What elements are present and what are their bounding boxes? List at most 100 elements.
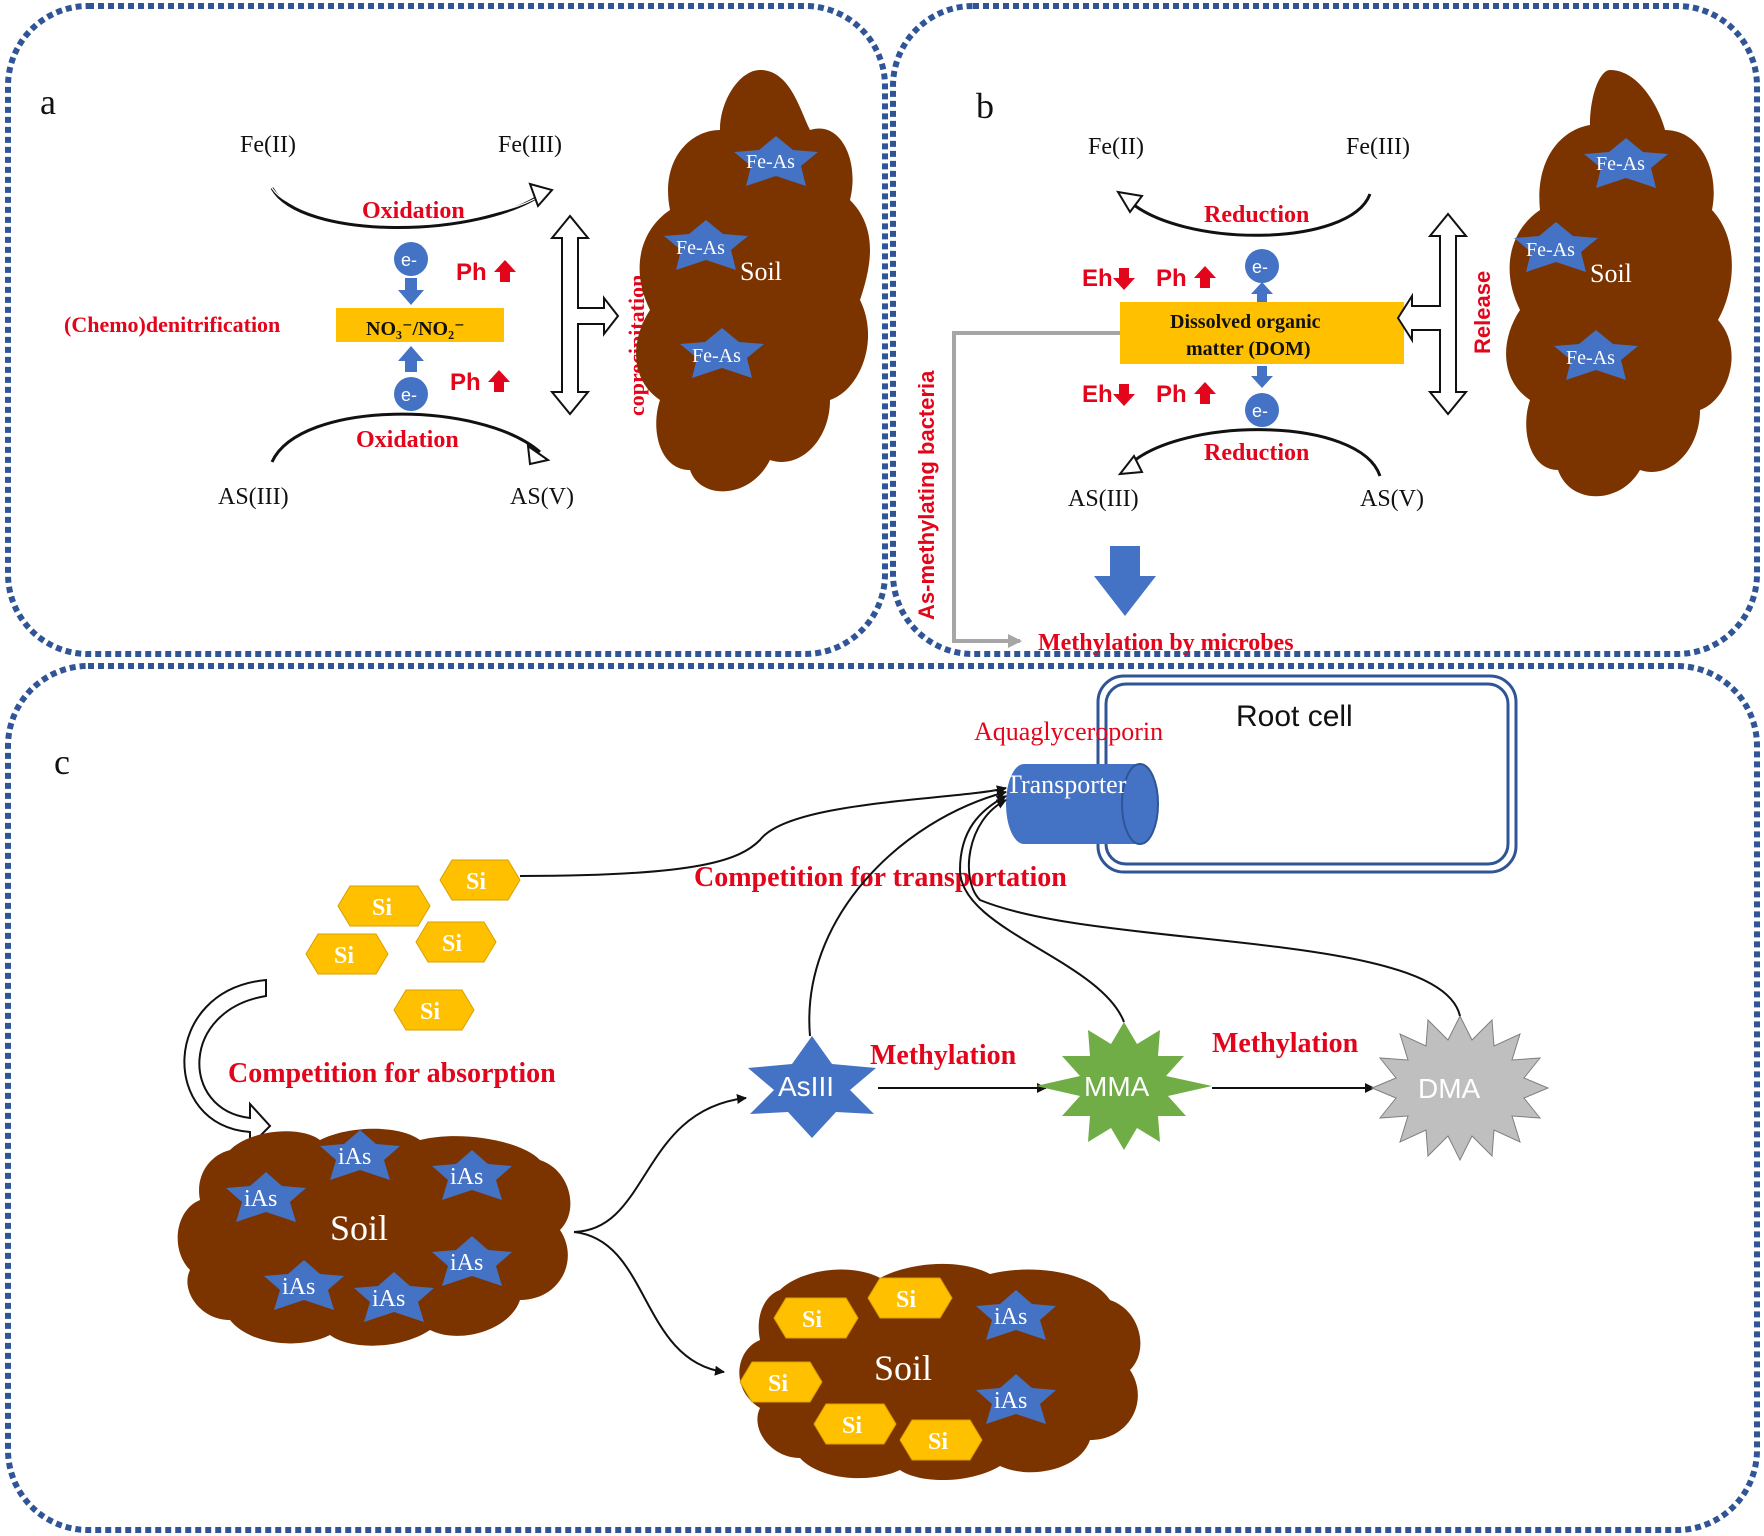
as3-star: AsIII [748, 1036, 876, 1138]
svg-text:AsIII: AsIII [778, 1071, 834, 1102]
a-fe-as-star-2: Fe-As [664, 220, 748, 270]
a-electron-top-arrow [398, 278, 424, 305]
a-soil-label: Soil [740, 257, 782, 286]
si-hexagon-2: Si [439, 859, 521, 901]
svg-text:Fe-As: Fe-As [746, 151, 795, 173]
si-hexagon-7: Si [773, 1297, 859, 1339]
a-oxidation-arrow-top-head [528, 182, 554, 208]
svg-text:DMA: DMA [1418, 1073, 1481, 1104]
b-reduction-arrow-top [1126, 193, 1372, 237]
svg-text:Si: Si [842, 1413, 862, 1439]
svg-text:Si: Si [466, 869, 486, 895]
a-as3-label: AS(III) [218, 484, 289, 510]
a-denitrification-label: (Chemo)denitrification [64, 312, 280, 337]
b-release-double-arrow [1396, 212, 1469, 416]
competition-transport-label: Competition for transportation [694, 862, 1067, 893]
si-hexagon-6: Si [867, 1277, 953, 1319]
svg-text:Fe-As: Fe-As [692, 345, 741, 367]
si-hexagon-10: Si [899, 1419, 983, 1461]
ias-star-8: iAs [976, 1374, 1056, 1424]
b-soil-label: Soil [1590, 259, 1632, 288]
a-oxidation-arrow-top [270, 187, 546, 229]
methylation-2-label: Methylation [1212, 1028, 1359, 1059]
b-methylating-bacteria-label: As-methylating bacteria [914, 370, 939, 620]
aquaglyceroporin-label: Aquaglyceroporin [974, 717, 1163, 746]
si-hexagon-3: Si [305, 933, 389, 975]
svg-text:Fe-As: Fe-As [1526, 239, 1575, 261]
svg-text:iAs: iAs [994, 1304, 1027, 1330]
a-electron-bottom-arrow [398, 346, 424, 372]
b-reduction-top-label: Reduction [1204, 202, 1309, 228]
b-electron-bottom [1245, 393, 1279, 427]
mma-to-transporter-arrow [958, 795, 1125, 1023]
svg-text:iAs: iAs [338, 1144, 371, 1170]
a-coprecipitation-double-arrow [549, 214, 620, 416]
b-release-label: Release [1470, 271, 1495, 354]
b-eh-top-label: Eh [1082, 265, 1113, 292]
a-oxidation-arrow-top-inner [271, 187, 541, 223]
b-methylation-down-arrow [1094, 546, 1156, 616]
b-ph-bottom-label: Ph [1156, 381, 1187, 408]
svg-text:Si: Si [896, 1287, 916, 1313]
ias-star-6: iAs [354, 1272, 434, 1322]
a-electron-top-label: e- [401, 250, 417, 270]
b-reduction-arrow-bottom [1126, 428, 1382, 477]
si-hexagon-4: Si [415, 921, 497, 963]
b-methylating-path [952, 331, 1120, 648]
panel-a-label: a [40, 82, 56, 122]
b-eh-bottom-label: Eh [1082, 381, 1113, 408]
a-oxidation-bottom-label: Oxidation [356, 427, 459, 453]
b-eh-bottom-down-arrow [1113, 384, 1135, 406]
svg-text:Si: Si [928, 1429, 948, 1455]
a-oxidation-arrow-bottom [270, 412, 541, 463]
dma-star: DMA [1370, 1014, 1550, 1162]
svg-text:MMA: MMA [1084, 1071, 1150, 1102]
a-electron-top [394, 242, 428, 276]
svg-text:Fe-As: Fe-As [676, 237, 725, 259]
b-fe3-label: Fe(III) [1346, 134, 1410, 160]
b-electron-top-arrow [1251, 282, 1273, 302]
a-fe-as-star-3: Fe-As [680, 328, 764, 378]
panel-a-border [5, 3, 888, 657]
b-dom-box [1120, 302, 1404, 364]
b-ph-bottom-up-arrow [1194, 382, 1216, 404]
a-oxidation-top-label: Oxidation [362, 198, 465, 224]
a-ph-top-label: Ph [456, 259, 487, 286]
svg-text:iAs: iAs [244, 1186, 277, 1212]
svg-text:Fe-As: Fe-As [1596, 153, 1645, 175]
mma-star: MMA [1036, 1022, 1212, 1150]
b-fe-as-star-1: Fe-As [1584, 138, 1668, 188]
b-ph-top-label: Ph [1156, 265, 1187, 292]
a-ph-top-up-arrow [494, 260, 516, 282]
a-fe-as-star-1: Fe-As [734, 136, 818, 186]
a-no-box-label: NO₃⁻/NO₂⁻ [366, 318, 465, 340]
svg-text:Si: Si [768, 1371, 788, 1397]
soil-to-soil2-arrow [573, 1231, 725, 1376]
svg-text:Si: Si [372, 895, 392, 921]
a-no-box [336, 308, 504, 342]
c-soil-bottom-label: Soil [874, 1348, 932, 1388]
svg-text:iAs: iAs [450, 1164, 483, 1190]
si-hexagon-9: Si [813, 1403, 897, 1445]
a-soil-cloud [636, 70, 870, 492]
b-electron-top-label: e- [1252, 257, 1268, 277]
b-soil-cloud [1506, 70, 1732, 497]
svg-text:Si: Si [420, 999, 440, 1025]
svg-text:iAs: iAs [994, 1388, 1027, 1414]
a-electron-bottom-label: e- [401, 385, 417, 405]
svg-text:iAs: iAs [282, 1274, 315, 1300]
b-eh-top-down-arrow [1113, 268, 1135, 290]
b-reduction-arrow-bottom-head [1117, 454, 1144, 476]
svg-text:Si: Si [334, 943, 354, 969]
a-fe3-label: Fe(III) [498, 132, 562, 158]
a-electron-bottom [394, 377, 428, 411]
a-as5-label: AS(V) [510, 484, 574, 510]
as3-to-transporter-arrow [808, 789, 1007, 1037]
svg-text:iAs: iAs [450, 1250, 483, 1276]
panel-b-label: b [976, 86, 994, 126]
competition-absorption-label: Competition for absorption [228, 1058, 556, 1089]
ias-star-2: iAs [432, 1150, 512, 1200]
a-fe2-label: Fe(II) [240, 132, 296, 158]
transporter-cap [1121, 763, 1159, 845]
methylation-1-label: Methylation [870, 1040, 1017, 1071]
